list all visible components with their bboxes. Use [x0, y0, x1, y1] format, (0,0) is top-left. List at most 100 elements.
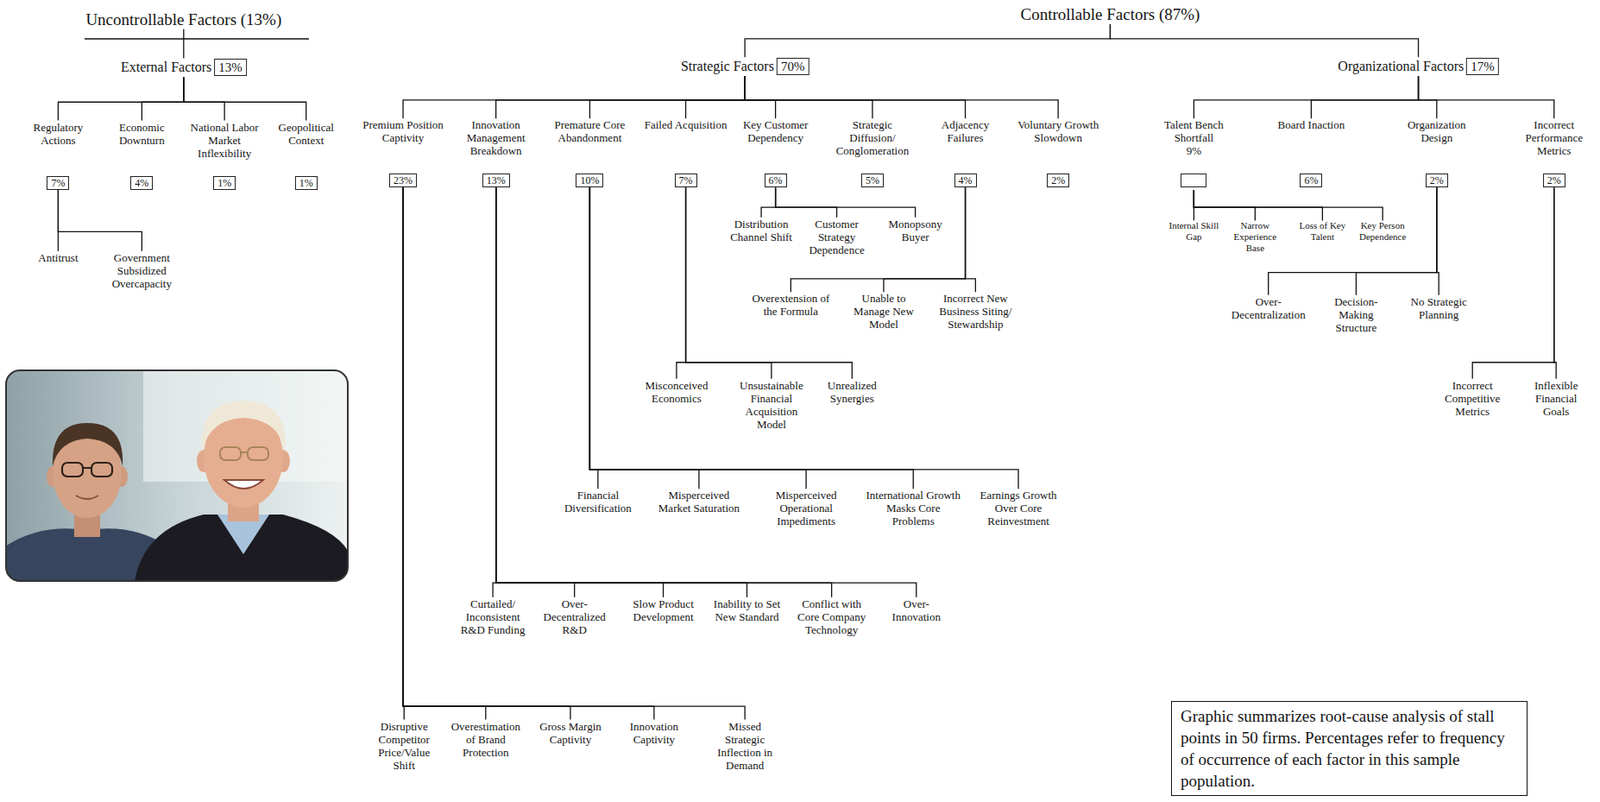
tree-connector: [589, 75, 745, 119]
factor-text: Monopsony Buyer: [881, 217, 951, 244]
percent-row: 6%: [732, 173, 819, 188]
tree-connector: [403, 187, 571, 719]
label-block: National Labor Market Inflexibility: [186, 120, 263, 177]
factor-label: Key Customer Dependency6%: [732, 118, 819, 188]
tree-connector: [1472, 187, 1555, 379]
cause-label: Customer Strategy Dependence: [800, 217, 875, 257]
factor-text: External Factors: [120, 57, 212, 77]
factor-label: National Labor Market Inflexibility 1%: [186, 120, 263, 190]
cause-label: Incorrect Competitive Metrics: [1436, 378, 1509, 418]
tree-connector: [403, 187, 486, 719]
tree-connector: [589, 187, 914, 489]
factor-text: Geopolitical Context: [269, 120, 344, 147]
factor-label: Board Inaction6%: [1272, 118, 1350, 188]
cause-label: Unsustainable Financial Acquisition Mode…: [732, 378, 811, 431]
tree-connector: [496, 187, 917, 598]
factor-text: Gross Margin Captivity: [535, 719, 605, 746]
cause-label: Monopsony Buyer: [881, 217, 951, 244]
factor-label: Organization Design 2%: [1393, 118, 1481, 188]
tree-connector: [589, 187, 1019, 489]
tree-connector: [1193, 75, 1418, 119]
cause-label: Misperceived Market Saturation: [655, 488, 743, 515]
percent-row: 2%: [1014, 173, 1102, 188]
photo-part: [6, 370, 348, 581]
cause-label: Misconceived Economics: [637, 378, 716, 405]
percent-row: 2%: [1393, 173, 1481, 188]
tree-connector: [790, 187, 965, 292]
tree-connector: [403, 187, 655, 719]
tree-connector: [57, 76, 183, 120]
tree-connector: [744, 75, 873, 119]
tree-connector: [141, 76, 183, 120]
cause-label: Unable to Manage New Model: [849, 291, 919, 331]
tree-connector: [1268, 187, 1437, 296]
tree-connector: [686, 187, 772, 379]
factor-text: 9%: [1152, 144, 1235, 158]
tree-connector: [403, 187, 745, 719]
label-block: Premature Core Abandonment: [546, 118, 633, 174]
factor-text: Narrow Experience Base: [1226, 220, 1284, 254]
factor-text: Earnings Growth Over Core Reinvestment: [975, 488, 1062, 528]
photo-part: [82, 466, 92, 469]
factor-text: Financial Diversification: [554, 488, 642, 515]
percent-row: 7%: [20, 176, 95, 190]
photo-part: [52, 422, 123, 467]
factor-text: Internal Skill Gap: [1165, 220, 1223, 243]
tree-connector: [775, 187, 916, 218]
factor-text: No Strategic Planning: [1404, 295, 1474, 322]
factor-text: Government Subsidized Overcapacity: [101, 251, 182, 290]
factor-label: Premium Position Captivity 23%: [359, 118, 447, 188]
percent-row: 1%: [269, 176, 344, 190]
factor-text: Innovation Management Breakdown: [453, 118, 540, 158]
tree-connector: [965, 187, 977, 292]
cause-label: Disruptive Competitor Price/Value Shift: [367, 719, 441, 772]
tree-connector: [496, 187, 748, 598]
factor-text: Inflexible Financial Goals: [1521, 378, 1591, 418]
factor-text: Overextension of the Formula: [751, 291, 830, 318]
cause-label: Key Person Dependence: [1354, 220, 1412, 243]
percent-box: 2%: [1046, 173, 1070, 188]
factor-label: Premature Core Abandonment10%: [546, 118, 633, 188]
percent-box: 2%: [1543, 173, 1566, 188]
percent-box: 1%: [213, 176, 236, 190]
factor-text: Organization Design: [1393, 118, 1481, 145]
cause-label: Antitrust: [23, 251, 93, 265]
factor-text: International Growth Masks Core Problems: [865, 488, 961, 528]
factor-text: Strategic Factors: [680, 56, 775, 76]
percent-row: 23%: [359, 173, 447, 188]
percent-row: 13%: [453, 173, 540, 188]
tree-connector: [1436, 187, 1439, 296]
cause-label: Inflexible Financial Goals: [1521, 378, 1591, 418]
factor-text: Misperceived Market Saturation: [655, 488, 743, 515]
factor-text: Talent Bench Shortfall: [1152, 118, 1235, 145]
tree-connector: [1109, 24, 1418, 57]
factor-text: Decision-Making Structure: [1316, 295, 1395, 334]
photo-part: [201, 400, 286, 453]
factor-text: Over-Innovation: [879, 597, 954, 624]
percent-box: 70%: [776, 57, 810, 76]
factor-text: Customer Strategy Dependence: [800, 217, 875, 257]
factor-text: Inability to Set New Standard: [710, 597, 785, 624]
cause-label: Inability to Set New Standard: [710, 597, 785, 624]
factor-text: Premium Position Captivity: [359, 118, 447, 145]
tree-connector: [57, 189, 142, 252]
factor-text: Regulatory Actions: [20, 120, 95, 147]
factor-text: Over-Decentralized R&D: [537, 597, 612, 637]
cause-label: Incorrect New Business Siting/ Stewardsh…: [932, 291, 1019, 331]
photo-part: [134, 514, 348, 581]
cause-label: Financial Diversification: [554, 488, 642, 515]
tree-connector: [1193, 189, 1383, 221]
factor-text: National Labor Market Inflexibility: [186, 120, 263, 160]
cause-label: Distribution Channel Shift: [722, 217, 800, 244]
percent-box: 6%: [1299, 173, 1323, 188]
label-block: Failed Acquisition: [642, 118, 730, 174]
tree-connector: [1310, 75, 1418, 119]
cause-label: Innovation Captivity: [619, 719, 689, 746]
cause-label: Earnings Growth Over Core Reinvestment: [975, 488, 1062, 528]
factor-label: Failed Acquisition7%: [642, 118, 730, 188]
cause-label: Misperceived Operational Impediments: [758, 488, 854, 528]
factor-label: Adjacency Failures4%: [922, 118, 1009, 188]
photo-part: [6, 370, 348, 581]
group-heading: Uncontrollable Factors (13%): [85, 10, 282, 30]
bracket-line: [84, 37, 309, 39]
